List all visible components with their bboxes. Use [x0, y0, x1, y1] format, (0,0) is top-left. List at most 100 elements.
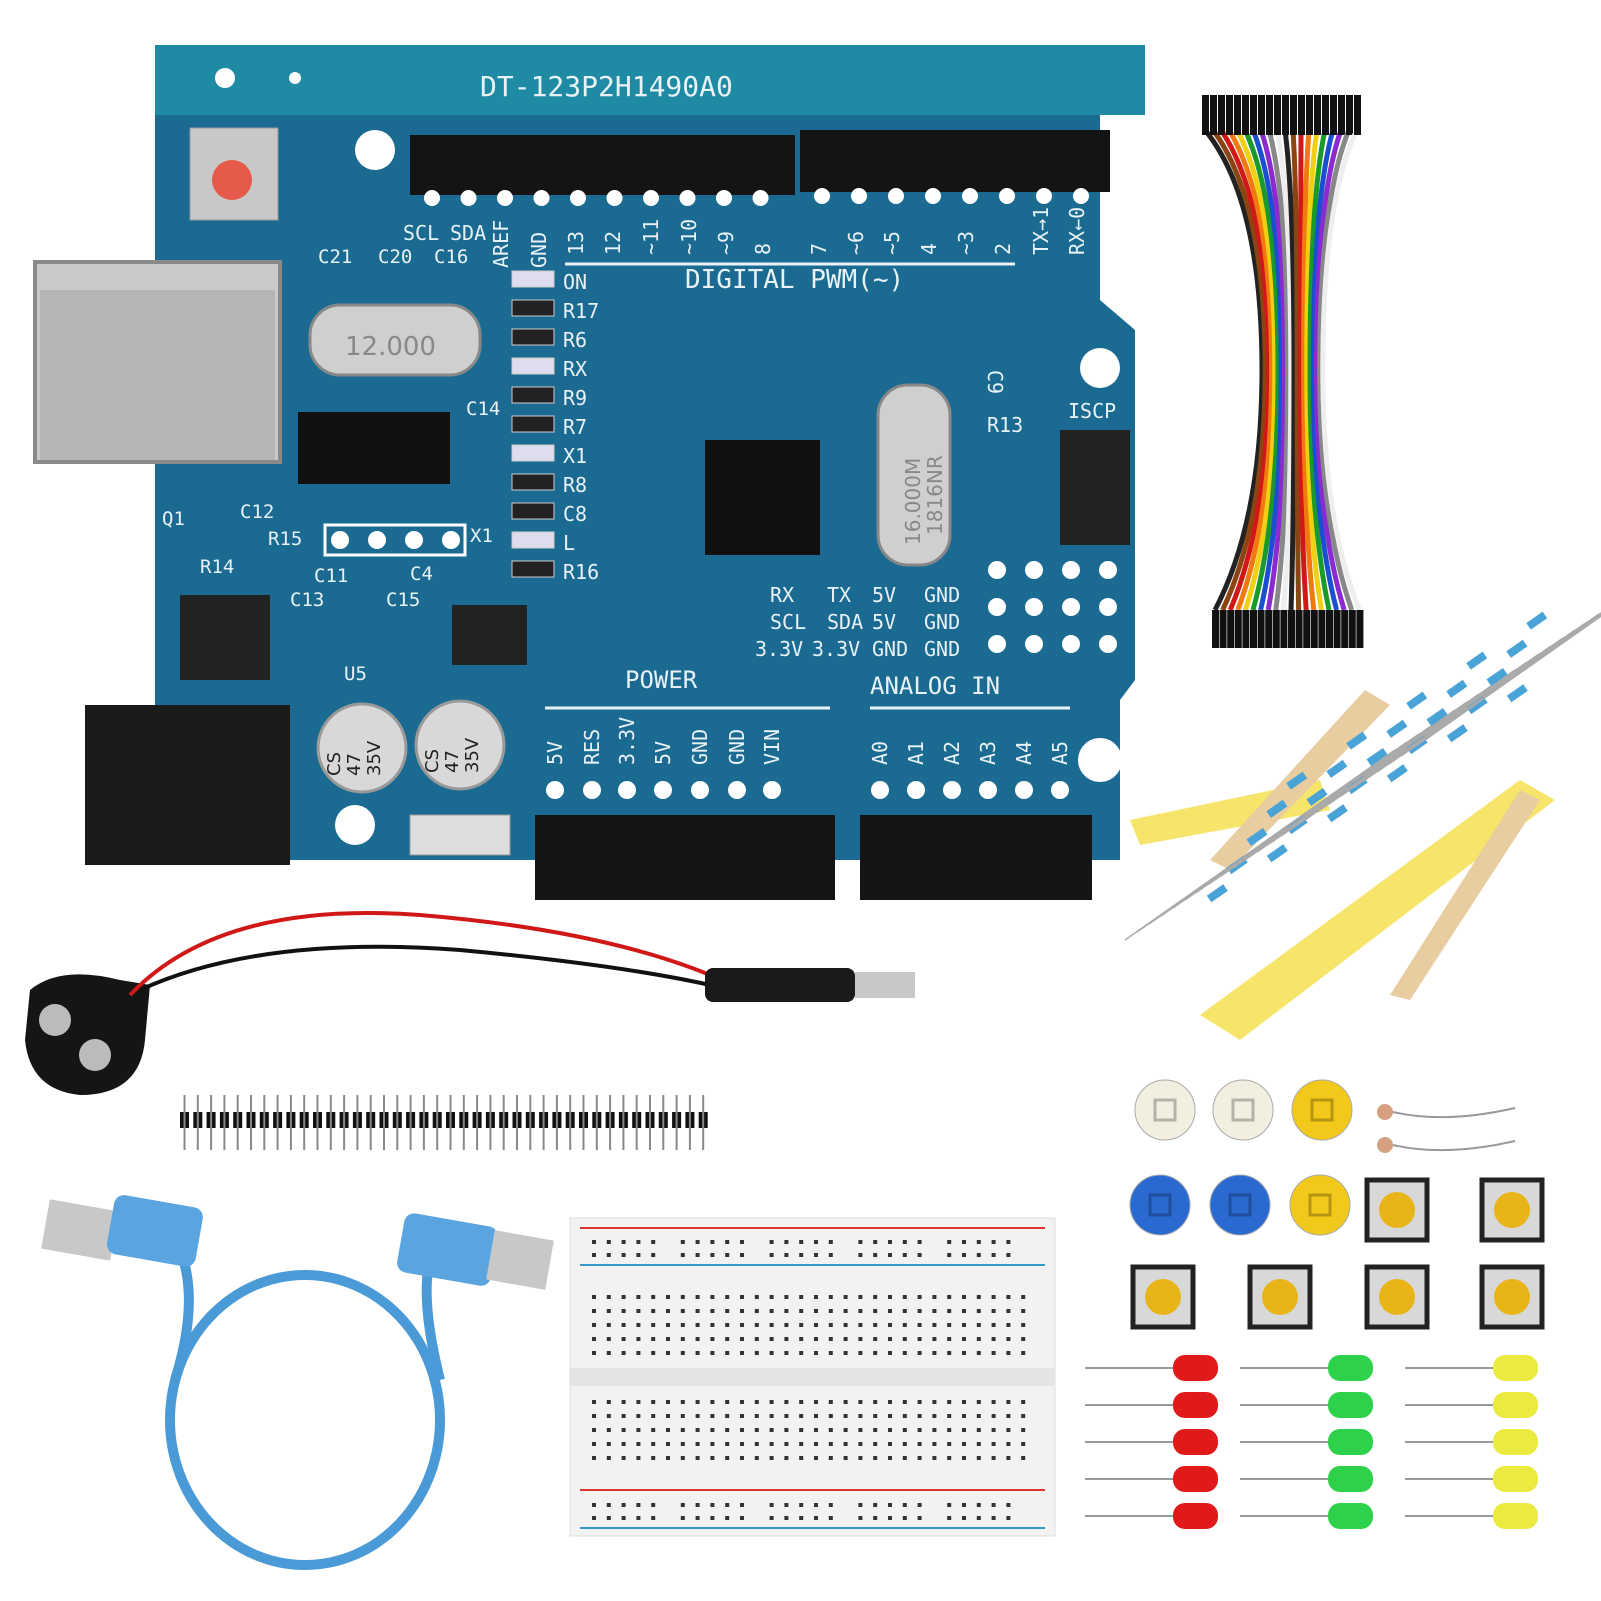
smd-component: [511, 299, 555, 317]
bb-hole: [740, 1309, 744, 1313]
bb-hole: [636, 1456, 641, 1460]
reset-button-cap: [212, 160, 252, 200]
atmega-chip: [705, 440, 820, 555]
bb-hole: [962, 1253, 966, 1257]
bb-hole: [843, 1309, 848, 1313]
bb-hole: [814, 1456, 818, 1460]
photoresistor-leg: [1392, 1107, 1516, 1119]
crystal-16mhz: [876, 383, 952, 567]
resistor: [1206, 884, 1228, 903]
resistor-lead: [1424, 615, 1601, 741]
jumper-connector: [1346, 95, 1353, 135]
bb-hole: [902, 1516, 907, 1520]
led: [1173, 1503, 1218, 1529]
bb-hole: [873, 1309, 878, 1313]
jumper-connector: [1272, 610, 1280, 648]
bb-hole: [606, 1323, 611, 1327]
bb-hole: [932, 1323, 937, 1327]
bb-hole: [1006, 1442, 1011, 1446]
bb-hole: [858, 1351, 863, 1355]
part-label: C9: [983, 370, 1007, 394]
resistor: [1506, 684, 1528, 703]
header-pad: [691, 781, 709, 799]
part-label: C4: [410, 563, 433, 585]
jumper-connector: [1306, 95, 1313, 135]
header-pad: [851, 188, 867, 204]
pad: [1025, 598, 1043, 616]
bb-hole: [740, 1351, 744, 1355]
pad: [1062, 635, 1080, 653]
bb-hole: [1006, 1295, 1011, 1299]
part-label: C16: [434, 246, 468, 268]
jumper-connector: [1218, 95, 1225, 135]
jumper-wire: [1242, 128, 1281, 611]
bb-hole: [991, 1442, 996, 1446]
bb-hole: [636, 1503, 641, 1507]
bb-hole: [621, 1442, 626, 1446]
jumper-connector: [1322, 95, 1329, 135]
part-label: C11: [314, 565, 348, 587]
bb-hole: [651, 1414, 656, 1418]
button-cap: [1129, 1174, 1191, 1236]
bb-hole: [873, 1351, 878, 1355]
bb-hole: [1021, 1351, 1026, 1355]
bb-hole: [976, 1351, 981, 1355]
bb-hole: [636, 1309, 641, 1313]
resistor: [1286, 771, 1308, 790]
bb-hole: [962, 1414, 966, 1418]
bb-hole: [651, 1309, 656, 1313]
bb-hole: [651, 1428, 656, 1432]
jumper-connector: [1338, 95, 1345, 135]
bb-hole: [828, 1456, 833, 1460]
pin-label: 5V: [543, 741, 567, 765]
jumper-connector: [1298, 95, 1305, 135]
bb-hole: [962, 1516, 966, 1520]
bb-hole: [592, 1428, 596, 1432]
jumper-connector: [1258, 95, 1265, 135]
led: [1328, 1466, 1373, 1492]
bb-hole: [947, 1516, 952, 1520]
header-table-label: SCL: [770, 610, 806, 634]
bb-hole: [917, 1414, 922, 1418]
bb-hole: [740, 1503, 744, 1507]
bb-hole: [947, 1351, 952, 1355]
bb-hole: [621, 1337, 626, 1341]
dc-power-jack: [85, 705, 290, 865]
bb-hole: [666, 1400, 670, 1404]
bb-hole: [695, 1456, 700, 1460]
bb-hole: [858, 1337, 863, 1341]
bb-hole: [710, 1295, 715, 1299]
bb-hole: [843, 1428, 848, 1432]
snap-terminal: [39, 1004, 71, 1036]
bb-hole: [710, 1428, 715, 1432]
bb-hole: [710, 1309, 715, 1313]
bb-hole: [962, 1351, 966, 1355]
jumper-connector: [1280, 610, 1288, 648]
bb-hole: [814, 1516, 818, 1520]
bb-hole: [666, 1295, 670, 1299]
header-pad: [999, 188, 1015, 204]
bb-hole: [814, 1428, 818, 1432]
jumper-connector: [1314, 95, 1321, 135]
bb-hole: [799, 1253, 804, 1257]
bb-hole: [828, 1323, 833, 1327]
button-cap-socket: [1308, 1193, 1332, 1217]
bb-hole: [769, 1337, 774, 1341]
bb-hole: [769, 1323, 774, 1327]
jumper-wire: [1290, 129, 1302, 611]
bb-hole: [1006, 1240, 1011, 1244]
pin-label: ~3: [954, 231, 978, 255]
bb-hole: [962, 1323, 966, 1327]
bb-hole: [843, 1414, 848, 1418]
part-label: R13: [987, 413, 1023, 437]
jumper-connector: [1257, 610, 1265, 648]
bb-hole: [902, 1442, 907, 1446]
bb-hole: [725, 1456, 730, 1460]
mount-hole: [355, 130, 395, 170]
header-table-label: GND: [924, 637, 960, 661]
pad: [331, 531, 349, 549]
header-pad: [643, 190, 659, 206]
bb-hole: [991, 1428, 996, 1432]
bb-hole: [621, 1309, 626, 1313]
jumper-connector: [1212, 610, 1219, 648]
